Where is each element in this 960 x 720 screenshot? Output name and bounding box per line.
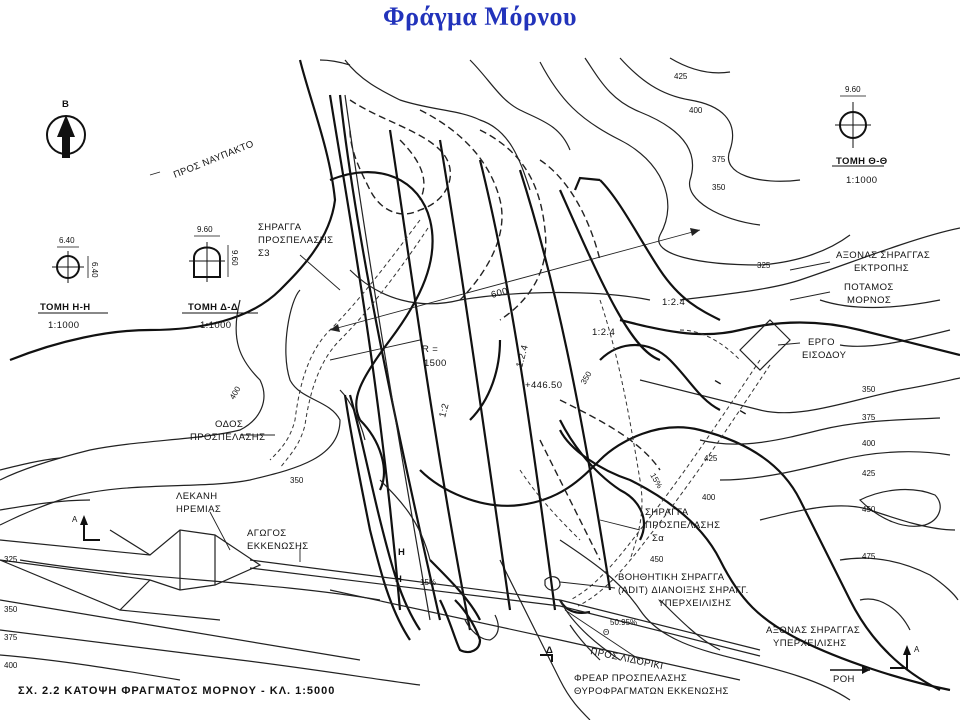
label-pct-15-a: 15% [420, 578, 436, 587]
label-agogos-1: ΑΓΩΓΟΣ [247, 528, 287, 539]
section-hh-dim-h: 6.40 [90, 262, 99, 278]
section-arrow-delta [540, 654, 553, 662]
label-roi: ΡΟΗ [833, 674, 855, 685]
label-potamos-1: ΠΟΤΑΜΟΣ [844, 282, 894, 293]
contour-350-l2: 350 [4, 605, 18, 614]
label-frear-1: ΦΡΕΑΡ ΠΡΟΣΠΕΛΑΣΗΣ [574, 673, 687, 684]
label-pct-5095: 50.95% [610, 618, 637, 627]
label-sec-a-right: A [914, 645, 920, 654]
label-ergo-1: ΕΡΓΟ [808, 337, 835, 348]
dashed-contours [349, 99, 661, 561]
label-odos-2: ΠΡΟΣΠΕΛΑΣΗΣ [190, 432, 265, 443]
label-sec-a-left: A [72, 515, 78, 524]
contour-475-r: 475 [862, 552, 876, 561]
label-potamos-2: ΜΟΡΝΟΣ [847, 295, 891, 306]
contour-400-l2: 400 [4, 661, 18, 670]
contour-450-r: 450 [862, 505, 876, 514]
stilling-basin [0, 529, 741, 681]
contour-lines [0, 57, 960, 720]
contour-425-r: 425 [674, 72, 688, 81]
contour-375-r2: 375 [862, 413, 876, 422]
section-dd-symbol [182, 235, 258, 314]
label-pct-15-b: 15% [648, 472, 664, 490]
label-ergo-2: ΕΙΣΟΔΟΥ [802, 350, 847, 361]
label-axonas-ektropis-1: ΑΞΟΝΑΣ ΣΗΡΑΓΓΑΣ [836, 250, 930, 261]
page-title: Φράγμα Μόρνου [383, 2, 577, 31]
label-axonas-yperx-1: ΑΞΟΝΑΣ ΣΗΡΑΓΓΑΣ [766, 625, 860, 636]
label-sec-i-1: I [713, 378, 724, 386]
section-dd-scale: 1:1000 [200, 320, 231, 331]
label-dimension-600: 600 [490, 286, 509, 301]
contour-350-l: 350 [290, 476, 304, 485]
label-frear-2: ΘΥΡΟΦΡΑΓΜΑΤΩΝ ΕΚΚΕΝΩΣΗΣ [574, 686, 729, 697]
figure-caption: ΣΧ. 2.2 ΚΑΤΟΨΗ ΦΡΑΓΜΑΤΟΣ ΜΟΡΝΟΥ - ΚΛ. 1:… [18, 685, 335, 697]
label-sec-delta: Δ [546, 645, 553, 656]
contour-400-r: 400 [689, 106, 703, 115]
label-sec-h-2: H [395, 574, 402, 585]
section-tt-symbol [832, 95, 884, 167]
label-pros-lidoriki: ΠΡΟΣ ΛΙΔΟΡΙΚΙ [589, 646, 664, 672]
contour-400-r2: 400 [862, 439, 876, 448]
section-arrow-a-right [890, 645, 911, 669]
section-arrow-a-left [80, 515, 100, 541]
label-lekani-1: ΛΕΚΑΝΗ [176, 491, 217, 502]
section-dd-name: ΤΟΜΗ Δ-Δ [188, 302, 238, 313]
label-slope-124-b: 1:2.4 [592, 327, 615, 338]
contour-350-m: 350 [579, 369, 594, 386]
contour-450-b: 450 [650, 555, 664, 564]
label-siragga-s3-3: Σ3 [258, 248, 270, 259]
section-dd-dim-h: 9.60 [230, 250, 239, 266]
label-lekani-2: ΗΡΕΜΙΑΣ [176, 504, 221, 515]
section-hh-symbol [38, 246, 108, 314]
spillway-ridges [439, 599, 621, 661]
section-hh-scale: 1:1000 [48, 320, 79, 331]
section-tt-name: ΤΟΜΗ Θ-Θ [836, 156, 888, 167]
label-agogos-2: ΕΚΚΕΝΩΣΗΣ [247, 541, 309, 552]
section-hh-name: ΤΟΜΗ Η-Η [40, 302, 91, 313]
north-label: B [62, 99, 69, 110]
label-slope-124-c: 1:2.4 [662, 297, 685, 308]
label-siragga-sa-2: ΠΡΟΣΠΕΛΑΣΗΣ [645, 520, 720, 531]
contour-375-r: 375 [712, 155, 726, 164]
contour-400-b: 400 [702, 493, 716, 502]
contour-425-b: 425 [704, 454, 718, 463]
label-sec-h-1: H [398, 547, 405, 558]
label-sec-theta: Θ [603, 628, 609, 637]
contour-350-r2: 350 [862, 385, 876, 394]
label-elevation-crest: +446.50 [525, 380, 562, 391]
leader-lines [149, 171, 831, 661]
section-dd-dim-w: 9.60 [197, 225, 213, 234]
north-arrow [46, 115, 86, 158]
label-siragga-s3-2: ΠΡΟΣΠΕΛΑΣΗΣ [258, 235, 333, 246]
label-slope-12: 1:2 [437, 402, 451, 419]
contour-375-l: 375 [4, 633, 18, 642]
label-radius-2: 1500 [424, 358, 447, 369]
contour-400-l: 400 [228, 384, 243, 401]
label-radius-1: R = [422, 344, 438, 355]
dimension-600 [329, 228, 701, 361]
label-voithitiki-3: ΥΠΕΡΧΕΙΛΙΣΗΣ [658, 598, 732, 609]
contour-325-r: 325 [757, 261, 771, 270]
label-sec-i-2: I [738, 408, 749, 416]
label-siragga-sa-3: Σα [652, 533, 664, 544]
section-tt-scale: 1:1000 [846, 175, 877, 186]
contour-425-r2: 425 [862, 469, 876, 478]
label-axonas-yperx-2: ΥΠΕΡΧΕΙΛΙΣΗΣ [773, 638, 847, 649]
label-voithitiki-1: ΒΟΗΘΗΤΙΚΗ ΣΗΡΑΓΓΑ [618, 572, 725, 583]
flow-arrow [830, 666, 870, 674]
label-pros-nafpakto: ΠΡΟΣ ΝΑΥΠΑΚΤΟ [172, 138, 256, 180]
label-axonas-ektropis-2: ΕΚΤΡΟΠΗΣ [854, 263, 909, 274]
label-odos-1: ΟΔΟΣ [215, 419, 243, 430]
contour-325-l: 325 [4, 555, 18, 564]
access-tunnels [249, 219, 791, 657]
label-voithitiki-2: (ADIT) ΔΙΑΝΟΙΞΗΣ ΣΗΡΑΓΓ. [618, 585, 749, 596]
label-siragga-s3-1: ΣΗΡΑΓΓΑ [258, 222, 302, 233]
label-siragga-sa-1: ΣΗΡΑΓΓΑ [645, 507, 689, 518]
dam-structure [328, 94, 721, 641]
contour-350-r: 350 [712, 183, 726, 192]
section-tt-dim-w: 9.60 [845, 85, 861, 94]
section-hh-dim-w: 6.40 [59, 236, 75, 245]
